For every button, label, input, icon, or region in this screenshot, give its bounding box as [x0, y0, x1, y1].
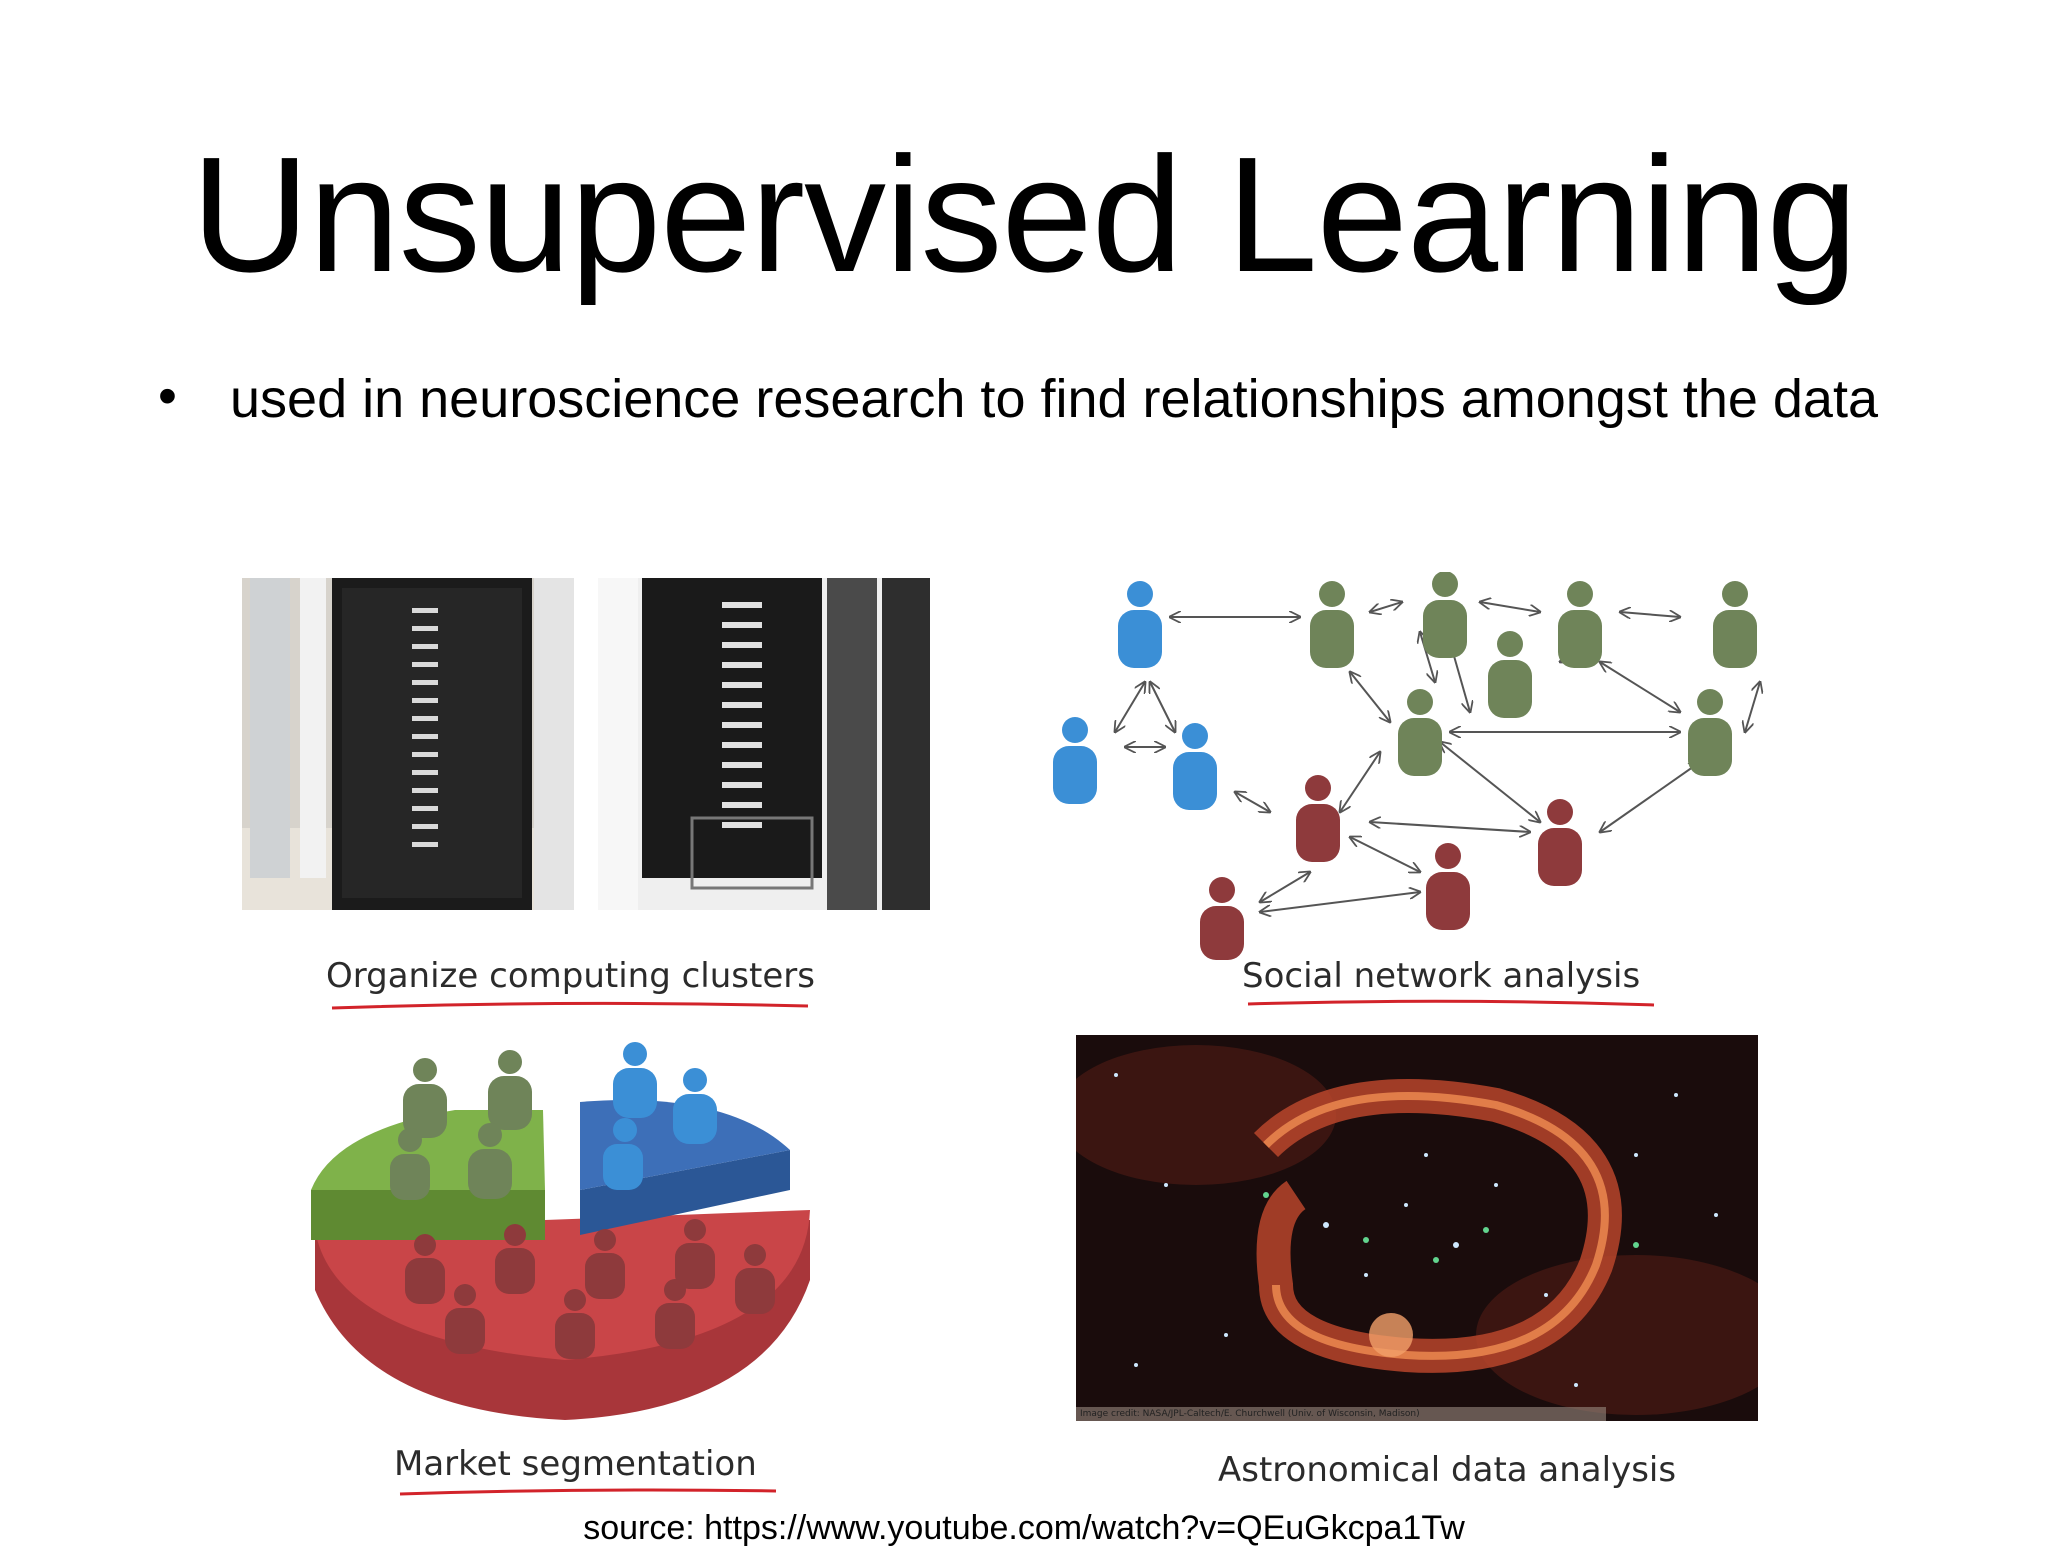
market-caption: Market segmentation — [394, 1444, 757, 1484]
bullet-marker: • — [158, 366, 177, 426]
slide-title: Unsupervised Learning — [191, 123, 1858, 306]
nebula-credit: Image credit: NASA/JPL-Caltech/E. Church… — [1080, 1409, 1420, 1419]
source-citation: source: https://www.youtube.com/watch?v=… — [583, 1509, 1465, 1547]
astro-caption: Astronomical data analysis — [1218, 1450, 1677, 1490]
social-caption: Social network analysis — [1242, 956, 1641, 996]
market-underline — [398, 1486, 778, 1498]
clusters-caption: Organize computing clusters — [326, 956, 815, 996]
bullet-text: used in neuroscience research to find re… — [230, 369, 1879, 429]
clusters-underline — [330, 1000, 810, 1012]
clusters-image — [242, 578, 942, 910]
market-pie-image — [305, 1040, 825, 1440]
nebula-image: Image credit: NASA/JPL-Caltech/E. Church… — [1076, 1035, 1758, 1421]
social-underline — [1246, 998, 1656, 1010]
person-icons — [1053, 572, 1757, 960]
social-network-image — [1040, 572, 1800, 962]
